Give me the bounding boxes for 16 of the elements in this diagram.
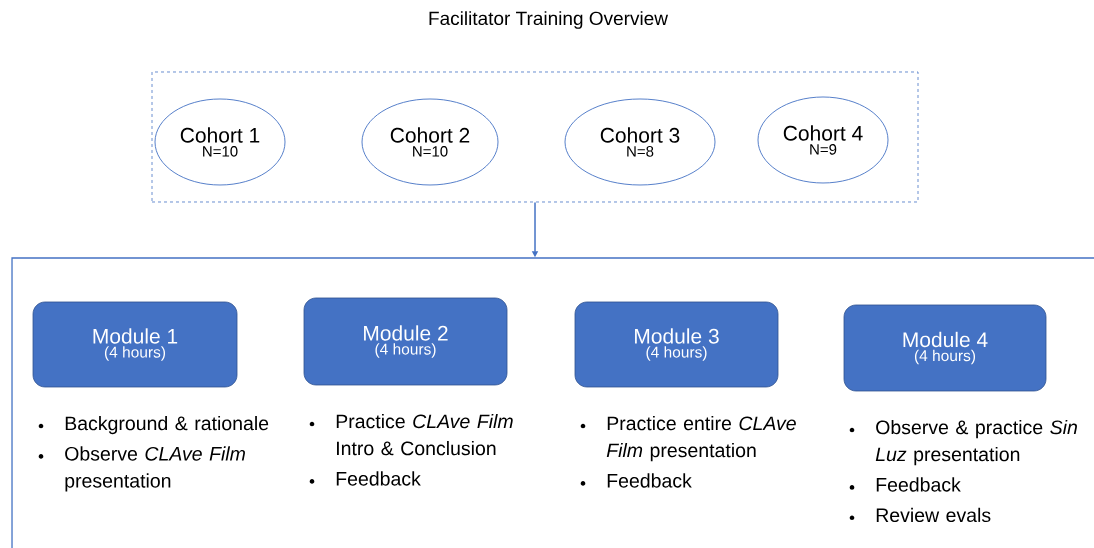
- bullet-item: Practice entire CLAve Film presentation: [606, 415, 796, 462]
- title: Facilitator Training Overview: [429, 11, 669, 29]
- module-box: Module 3 (4 hours): [574, 301, 779, 388]
- bullet-item: Observe CLAve Film presentation: [65, 446, 245, 492]
- dashed-group-box: [151, 71, 919, 203]
- bullet-item: Background & rationale: [65, 415, 269, 435]
- bullet-item: Feedback: [876, 477, 961, 492]
- bullet-item: Feedback: [607, 473, 692, 488]
- module-box: Module 1 (4 hours): [32, 301, 238, 388]
- module-box: Module 4 (4 hours): [843, 304, 1047, 392]
- bullet-item: Review evals: [876, 507, 991, 523]
- bullet-item: Feedback: [336, 471, 421, 486]
- bullet-item: Observe & practice Sin Luz presentation: [875, 419, 1077, 466]
- bullet-item: Practice CLAve Film Intro & Conclusion: [336, 413, 513, 456]
- module-box: Module 2 (4 hours): [303, 297, 508, 386]
- module-panel: [11, 257, 1094, 548]
